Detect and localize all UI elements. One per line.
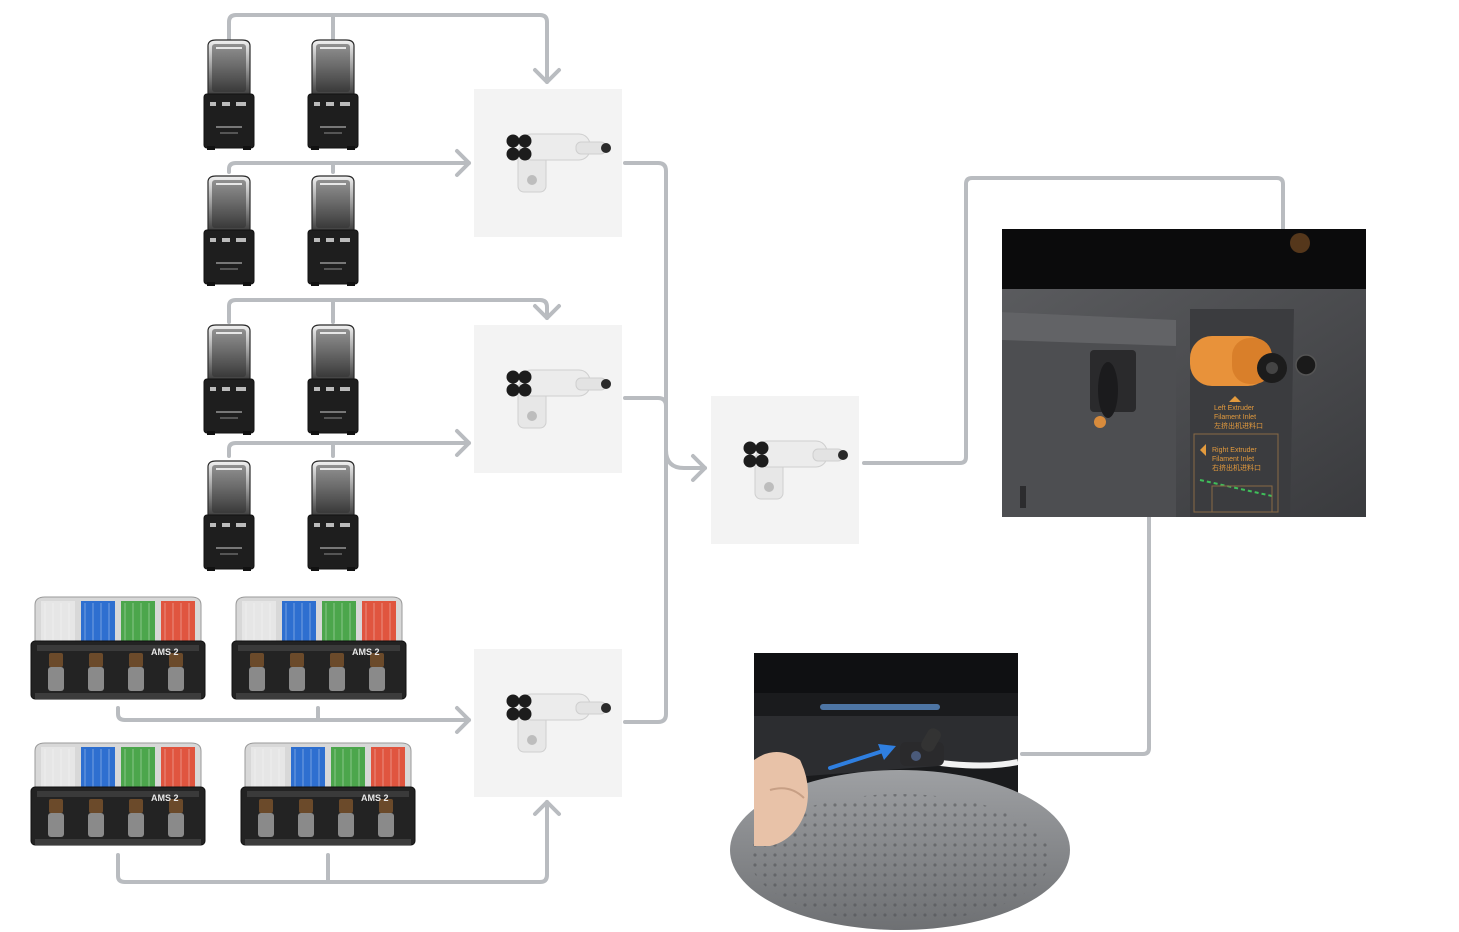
hub-tile-main [711,396,859,544]
dryer-unit [307,460,359,572]
dryer-unit [307,39,359,151]
ams-unit: AMS 2 [30,596,206,700]
ams-unit: AMS 2 [231,596,407,700]
hub-tile-middle [474,325,622,473]
hub-tile-bottom [474,649,622,797]
ams-unit: AMS 2 [240,742,416,846]
dryer-unit [307,175,359,287]
sticker-left-line-2: Filament Inlet [1214,414,1256,421]
sticker-right-line-2: Filament Inlet [1212,456,1254,463]
ams-unit-label: AMS 2 [361,793,389,803]
pointer-arrow [828,748,888,770]
dryer-unit [203,175,255,287]
ams-unit-label: AMS 2 [352,647,380,657]
printer-inlet-photo: Left Extruder Filament Inlet 左挤出机进料口 Rig… [1002,229,1366,517]
sticker-right-line-3: 右挤出机进料口 [1212,463,1261,472]
ams-unit-label: AMS 2 [151,793,179,803]
ams-unit: AMS 2 [30,742,206,846]
hub-tile-top [474,89,622,237]
filament-inlet-fitting [1190,336,1287,386]
sticker-left-line-1: Left Extruder [1214,405,1255,412]
sticker-right-line-1: Right Extruder [1212,447,1257,454]
dryer-unit [307,324,359,436]
dryer-unit [203,460,255,572]
ams-unit-label: AMS 2 [151,647,179,657]
connector-lines [116,13,1297,884]
dryer-unit [203,324,255,436]
sticker-left-line-3: 左挤出机进料口 [1214,421,1263,430]
ptfe-coupler [900,728,944,766]
ams-group: AMS 2 AMS 2 AMS 2 AMS 2 [30,596,416,846]
dryer-unit [203,39,255,151]
spool-holder-photo [730,653,1070,930]
